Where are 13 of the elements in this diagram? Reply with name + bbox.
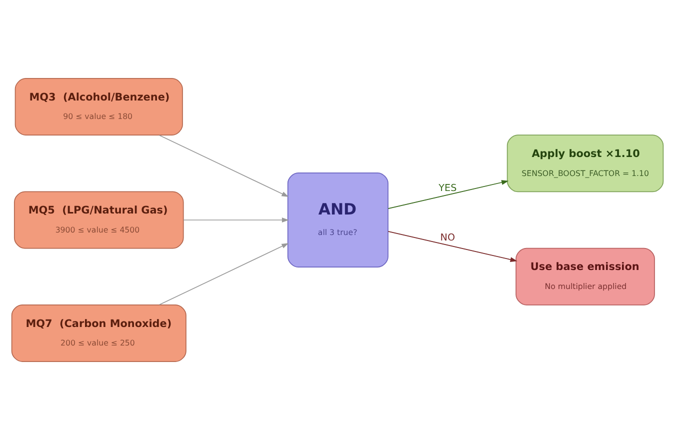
node-box: MQ7 (Carbon Monoxide) 200 ≤ value ≤ 250 (11, 304, 186, 362)
arrow (388, 180, 509, 209)
arrow (158, 134, 289, 196)
arrow (182, 217, 289, 222)
arrow (388, 230, 518, 262)
node-box: MQ5 (LPG/Natural Gas) 3900 ≤ value ≤ 4500 (14, 190, 184, 248)
edge-label: YES (438, 182, 457, 194)
node-box: Apply boost ×1.10 SENSOR_BOOST_FACTOR = 1.10 (506, 134, 664, 192)
node-box: MQ3 (Alcohol/Benzene) 90 ≤ value ≤ 180 (14, 78, 183, 136)
edge-label: NO (440, 232, 456, 244)
arrow (158, 242, 289, 305)
node-box: Use base emission No multiplier applied (516, 247, 655, 305)
node-box: AND all 3 true? (287, 172, 388, 267)
